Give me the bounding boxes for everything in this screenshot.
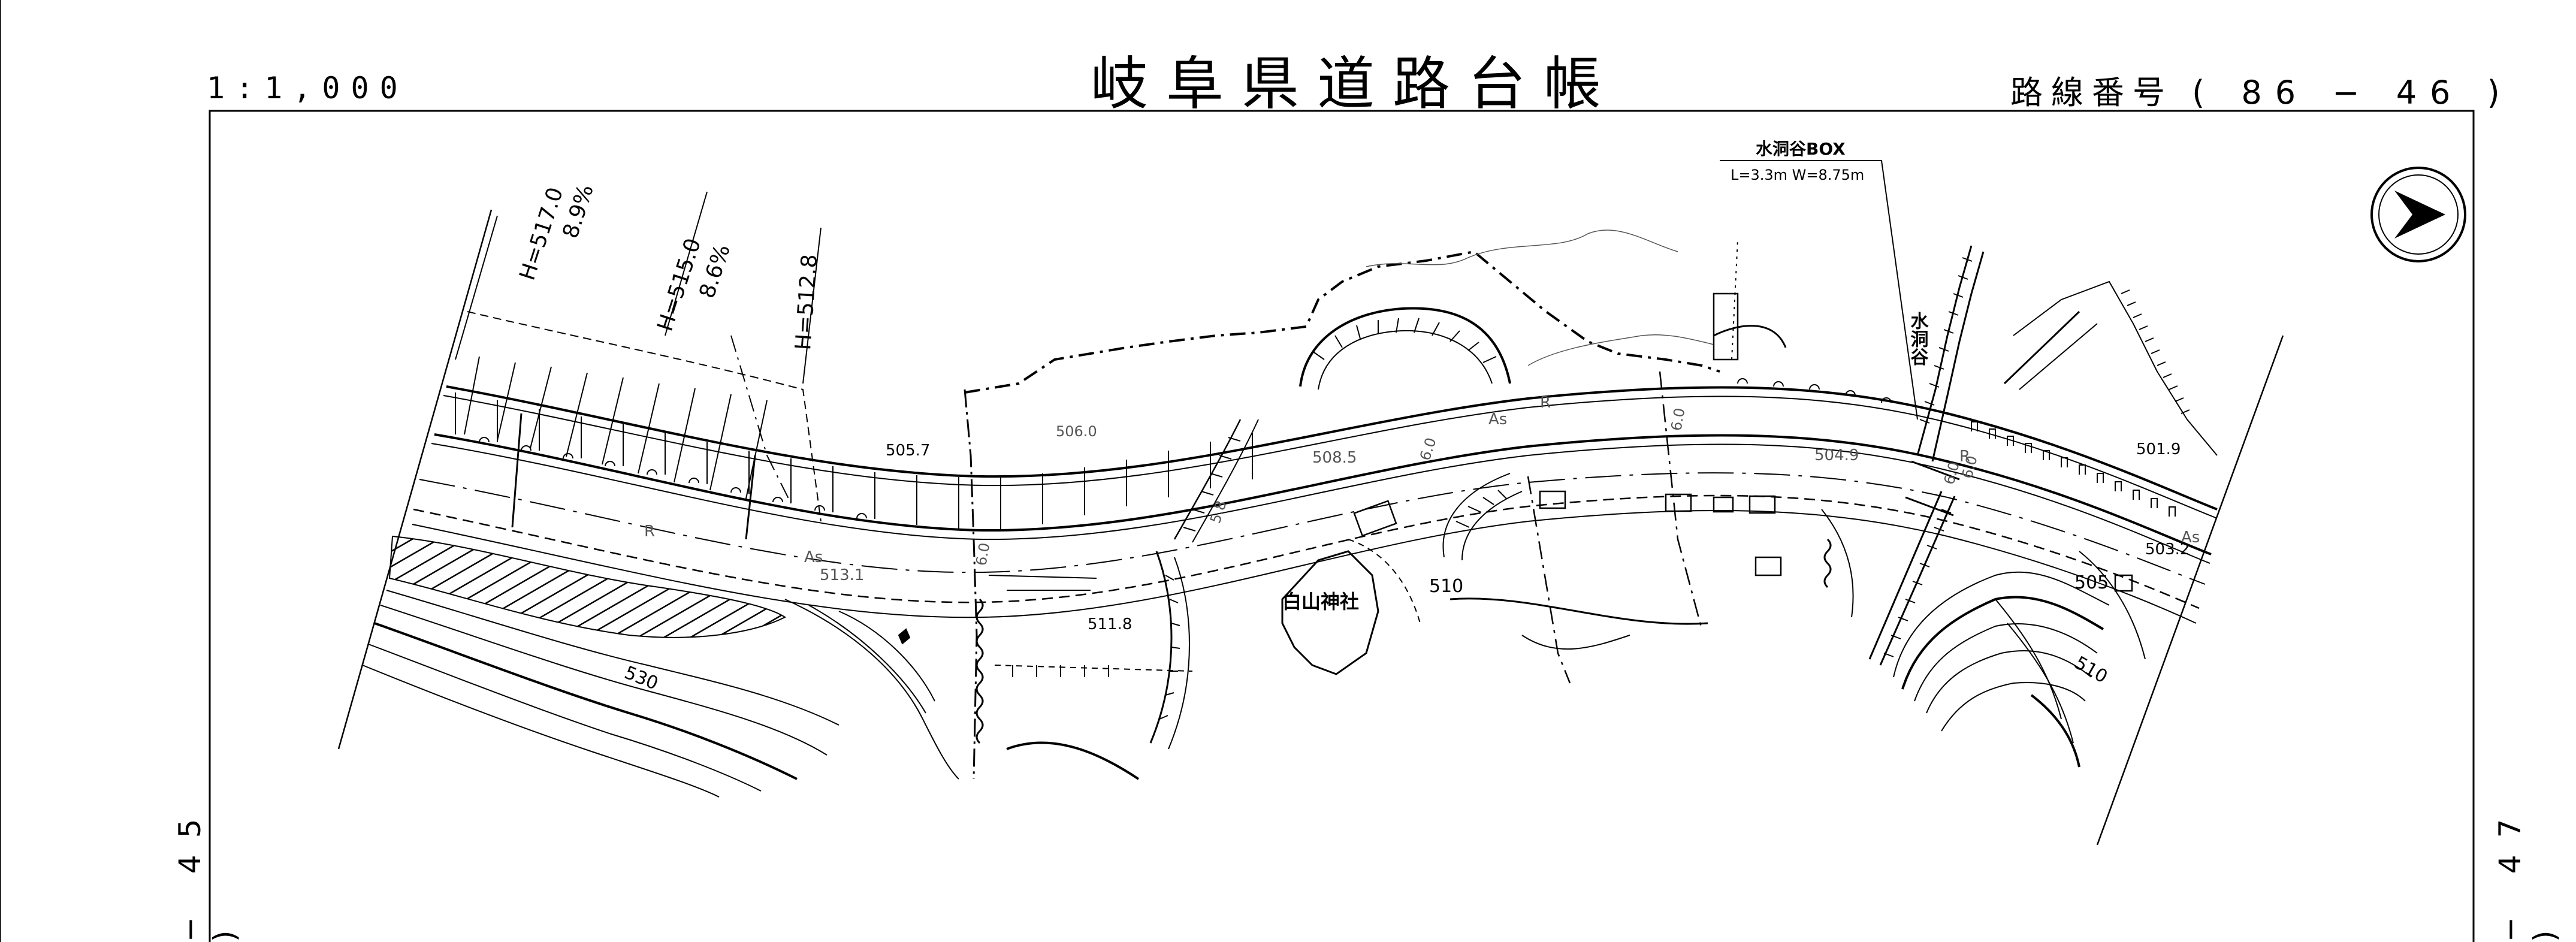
spot-elevation-7: 503.2	[2145, 541, 2190, 558]
property-boundary-north	[964, 250, 1720, 394]
spot-elevation-8: 506.0	[1056, 423, 1097, 440]
culvert-name-label: 水洞谷BOX	[1756, 139, 1846, 159]
slope-grade-1: 8.9%	[558, 182, 599, 241]
surface-code-3: As	[2181, 529, 2200, 547]
road-alignment	[412, 378, 2218, 624]
surface-code-1: As	[804, 548, 823, 566]
terrace-plots	[455, 191, 822, 540]
route-number: 路線番号 ( 86 − 46 )	[2010, 66, 2513, 113]
north-arrow-icon	[2370, 167, 2466, 262]
shrine-building	[1281, 550, 1379, 675]
survey-limit-left	[337, 209, 493, 750]
map-frame	[209, 110, 2475, 942]
surface-code-4: R	[644, 523, 655, 541]
spot-elevation-2: 508.5	[1312, 449, 1357, 467]
culvert-dimension-label: L=3.3m W=8.75m	[1731, 167, 1864, 183]
contour-label-505: 505	[2074, 572, 2109, 593]
boundary-line-mid	[964, 389, 978, 780]
shrine-label: 白山神社	[1282, 590, 1359, 613]
hairpin-curve	[1299, 307, 1511, 387]
spot-elevation-1: 505.7	[886, 442, 930, 460]
road-width-2: 6.0	[1668, 407, 1688, 432]
route-number-label: 路線番号	[2010, 74, 2173, 111]
surface-code-6: R	[1959, 448, 1970, 466]
slope-height-3: H=512.8	[791, 253, 822, 351]
spot-elevation-5: 504.9	[1814, 446, 1859, 464]
page-title: 岐阜県道路台帳	[1091, 50, 1619, 117]
survey-limit-right	[2096, 335, 2284, 846]
spot-elevation-3: 513.1	[820, 566, 864, 584]
scale-label: 1:1,000	[207, 71, 409, 105]
box-culvert-river	[1821, 245, 1985, 666]
surface-code-2: As	[1488, 410, 1507, 428]
spot-elevation-4: 511.8	[1088, 615, 1132, 633]
hatched-embankment	[388, 535, 786, 638]
surface-code-5: R	[1540, 394, 1551, 412]
contours-right	[1893, 551, 2146, 768]
contour-label-510-a: 510	[1429, 576, 1463, 597]
road-width-4: 6.0	[973, 542, 993, 567]
route-number-value: ( 86 − 46 )	[2192, 74, 2513, 111]
contours-left	[362, 590, 1140, 798]
road-width-1: 6.0	[1417, 436, 1439, 463]
spot-elevation-6: 501.9	[2136, 440, 2181, 458]
culvert-leader	[1720, 160, 1918, 420]
contour-label-510-b: 510	[2071, 653, 2111, 688]
river-name-label: 水洞谷	[1907, 312, 1929, 366]
